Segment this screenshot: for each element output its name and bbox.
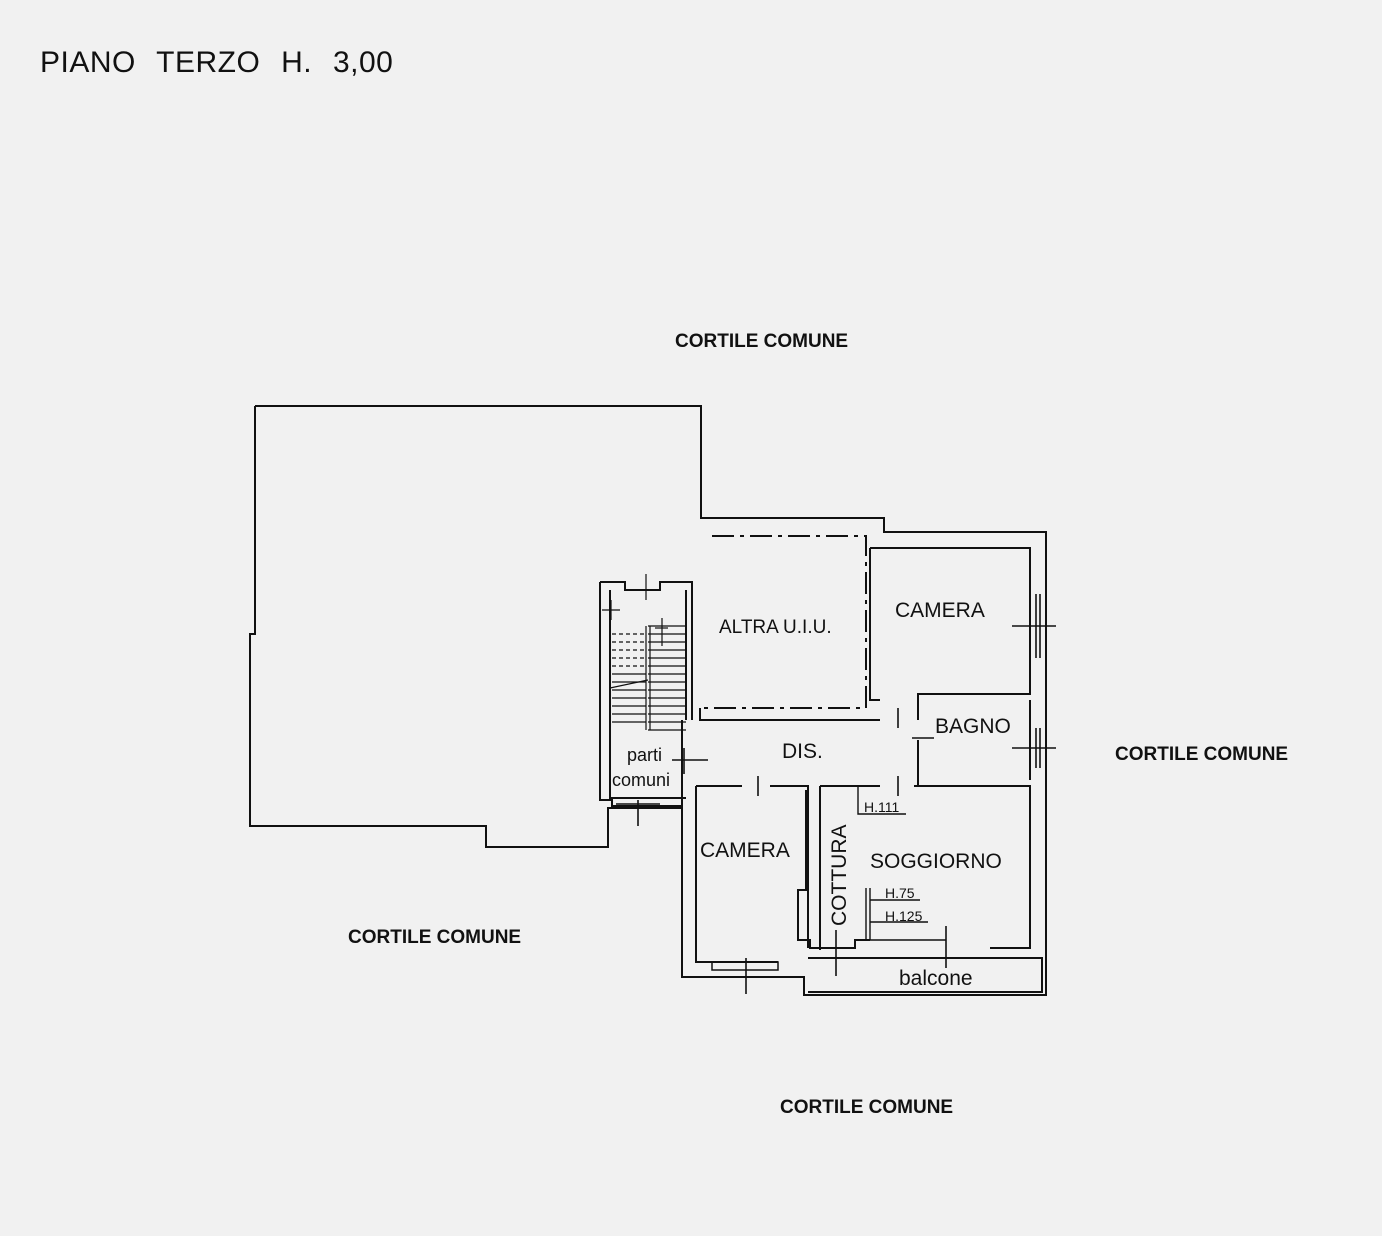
height-h125: H.125 xyxy=(885,908,923,924)
corridor-wall-south-2 xyxy=(770,785,809,948)
stair-treads xyxy=(602,574,686,731)
corridor-wall-north xyxy=(699,708,880,721)
height-marker-lines xyxy=(856,786,946,941)
room-parti-comuni-line1: parti xyxy=(627,745,663,765)
west-block-outline xyxy=(249,405,1047,996)
camera-south-east-wall xyxy=(797,790,870,949)
room-soggiorno: SOGGIORNO xyxy=(870,850,1002,873)
court-north-label: CORTILE COMUNE xyxy=(675,331,849,352)
room-disimpegno: DIS. xyxy=(782,740,823,763)
height-h75: H.75 xyxy=(885,885,915,901)
room-parti-comuni-line2: comuni xyxy=(612,770,671,790)
court-east-label: CORTILE COMUNE xyxy=(1115,744,1289,765)
stair-core-inner xyxy=(609,590,686,799)
room-balcone: balcone xyxy=(899,967,973,990)
balcone-window xyxy=(711,961,779,971)
room-bagno: BAGNO xyxy=(935,715,1011,738)
room-cottura: COTTURA xyxy=(828,824,851,927)
bagno-wall xyxy=(917,740,1031,949)
stair-core-outline xyxy=(600,581,693,720)
plan-title: PIANO TERZO H. 3,00 xyxy=(40,46,394,79)
camera-north-wall xyxy=(869,548,880,701)
court-south-label: CORTILE COMUNE xyxy=(780,1097,954,1118)
camera-south-walls xyxy=(695,786,778,963)
inner-wall-outer xyxy=(870,547,1031,720)
room-altra-uiu: ALTRA U.I.U. xyxy=(719,617,832,638)
stair-core-west xyxy=(599,582,683,807)
altra-uiu-boundary xyxy=(700,535,867,709)
court-southwest-label: CORTILE COMUNE xyxy=(348,927,522,948)
room-camera-south: CAMERA xyxy=(700,839,790,862)
door-markers xyxy=(616,594,1056,994)
balcone-outline xyxy=(808,957,1043,993)
room-camera-north: CAMERA xyxy=(895,599,985,622)
height-h111: H.111 xyxy=(864,799,900,815)
